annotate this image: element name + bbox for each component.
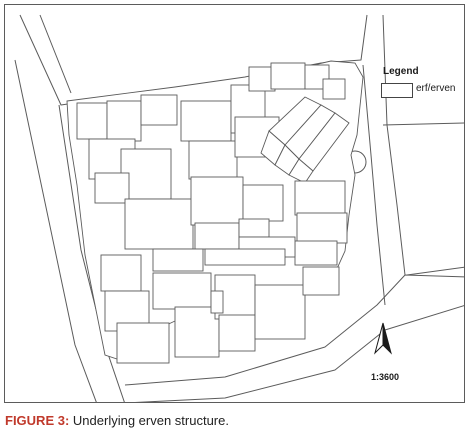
erf (302, 266, 340, 296)
erf (106, 100, 142, 142)
scale-ratio: 1:3600 (371, 372, 400, 382)
erf (218, 314, 256, 352)
north-arrow-icon (374, 322, 392, 355)
erf (294, 180, 346, 216)
legend-title: Legend (383, 66, 419, 77)
erf (94, 172, 130, 204)
erf (242, 184, 284, 222)
figure-caption-text: Underlying erven structure. (69, 413, 229, 428)
erf (270, 62, 306, 90)
erf (152, 248, 204, 272)
erf (238, 218, 270, 238)
street-edge-ne (382, 122, 464, 126)
figure-caption-label: FIGURE 3: (5, 413, 70, 428)
erf (100, 254, 142, 292)
erf (76, 102, 108, 140)
erf (180, 100, 232, 142)
erf (116, 322, 170, 364)
erf (204, 248, 286, 266)
erf (254, 284, 306, 340)
legend-label-erf: erf/erven (416, 83, 456, 94)
street-edge-east (362, 64, 386, 306)
erf (140, 94, 178, 126)
erf (152, 272, 212, 310)
erf (188, 140, 238, 180)
map-frame: Legend erf/erven 1:3600 (4, 4, 465, 403)
erven-map (14, 14, 464, 402)
figure-caption: FIGURE 3: Underlying erven structure. (5, 413, 229, 428)
street-edge-se (406, 266, 464, 276)
erf (322, 78, 346, 100)
street-edge-north-left (39, 14, 72, 94)
erf (124, 198, 194, 250)
street-edge-south (124, 274, 464, 386)
street-edge-west (14, 59, 97, 402)
erf (296, 212, 348, 244)
street-edge-east-outer (382, 14, 406, 276)
street-edge-west-inner (58, 104, 125, 402)
erf (194, 222, 240, 250)
erf (294, 240, 338, 266)
erf (210, 290, 224, 314)
legend-swatch-erf (381, 83, 413, 98)
erf (288, 158, 314, 184)
erf (174, 306, 220, 358)
street-edge-south-outer (134, 305, 464, 402)
erf (190, 176, 244, 226)
